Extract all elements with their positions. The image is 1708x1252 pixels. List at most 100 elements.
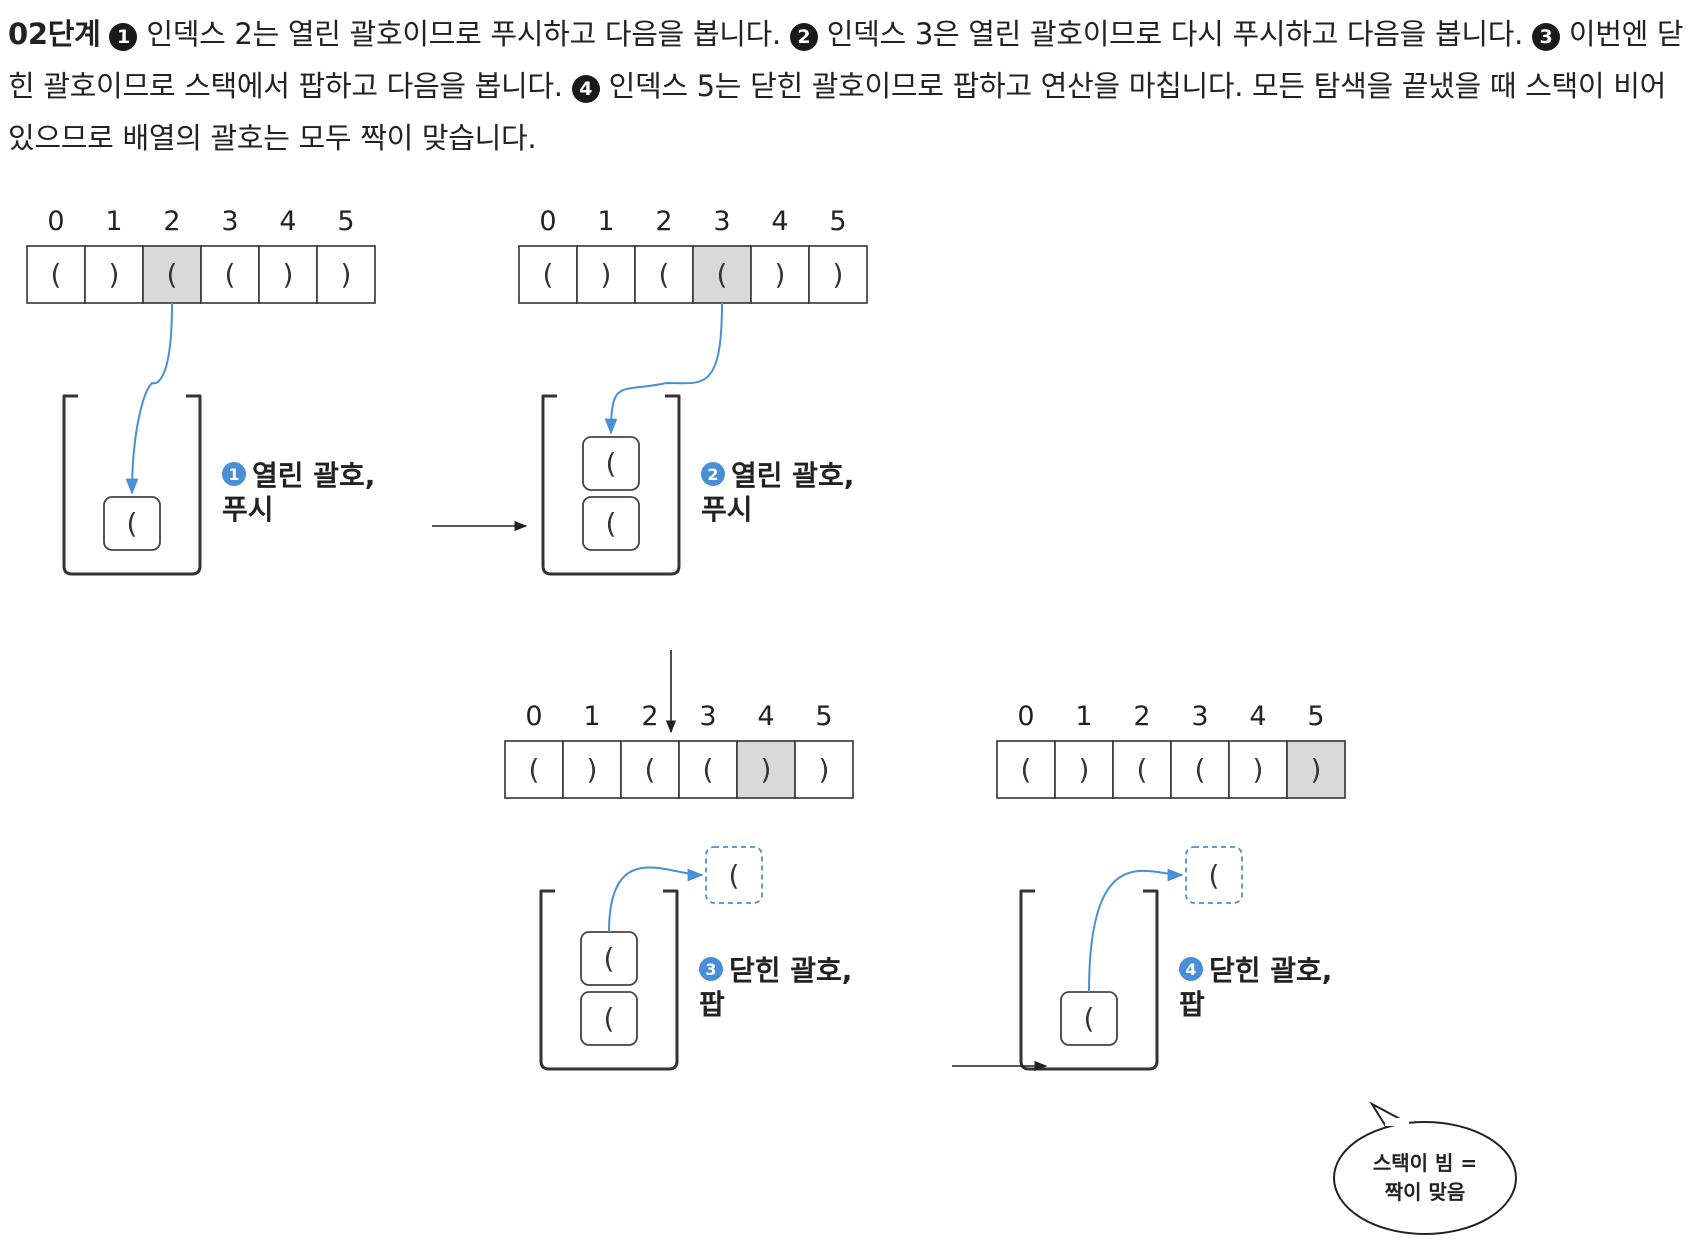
sentence-4: 인덱스 5는 닫힌 괄호이므로 팝하고 연산을 마칩니다. 모든 탐색을 끝냈을…	[8, 69, 1666, 155]
array-cell-paren: )	[819, 753, 830, 786]
stack-item-paren: (	[1084, 1002, 1095, 1035]
array-index-label: 4	[279, 206, 296, 237]
array-cell-paren: )	[1079, 753, 1090, 786]
array-cell-paren: )	[761, 753, 772, 786]
array-cell-paren: )	[1311, 753, 1322, 786]
step-label-line2: 팝	[699, 988, 725, 1021]
array-index-label: 2	[655, 206, 672, 237]
array-index-label: 5	[815, 701, 832, 732]
step-badge	[1179, 957, 1203, 981]
array-cell	[620, 740, 680, 799]
stack-container	[62, 394, 202, 576]
array-cell-paren: (	[543, 258, 554, 291]
array-cell-paren: )	[833, 258, 844, 291]
sentence-2: 인덱스 3은 열린 괄호이므로 다시 푸시하고 다음을 봅니다.	[826, 17, 1524, 51]
speech-bubble-joint	[1385, 1118, 1409, 1126]
popped-item-paren: (	[1209, 859, 1220, 892]
popped-item-box	[1185, 846, 1243, 904]
array-index-label: 0	[1017, 701, 1034, 732]
array-cell	[1112, 740, 1172, 799]
step-label-line1: 닫힌 괄호,	[729, 954, 852, 987]
array-cell-paren: (	[529, 753, 540, 786]
array-cell-highlighted	[1286, 740, 1346, 799]
array-index-label: 5	[1307, 701, 1324, 732]
array-index-label: 3	[1191, 701, 1208, 732]
step-badge-number: 2	[707, 465, 718, 484]
step-badge	[701, 462, 725, 486]
speech-bubble-line2: 짝이 맞음	[1385, 1180, 1466, 1204]
stack-item-paren: (	[127, 507, 138, 540]
step-badge	[222, 462, 246, 486]
array-cell-paren: )	[601, 258, 612, 291]
stack-container	[539, 889, 679, 1071]
array-cell	[316, 245, 376, 304]
array-cell-paren: )	[1253, 753, 1264, 786]
array-index-label: 1	[583, 701, 600, 732]
array-cell	[258, 245, 318, 304]
step-label-line2: 팝	[1179, 988, 1205, 1021]
stack-item	[582, 496, 640, 551]
array-index-label: 2	[1133, 701, 1150, 732]
push-arrow	[125, 302, 173, 495]
step-number-badge: 2	[789, 23, 818, 51]
array-cell	[808, 245, 868, 304]
array-cell-paren: (	[717, 258, 728, 291]
stack-item-paren: (	[604, 1002, 615, 1035]
array-cell	[750, 245, 810, 304]
speech-bubble-line1: 스택이 빔 =	[1373, 1151, 1477, 1175]
array-index-label: 0	[525, 701, 542, 732]
array-cell-paren: (	[167, 258, 178, 291]
speech-bubble	[1333, 1121, 1517, 1235]
array-index-label: 4	[771, 206, 788, 237]
stack-item-paren: (	[604, 942, 615, 975]
step-label-line1: 열린 괄호,	[252, 459, 375, 492]
array-cell	[26, 245, 86, 304]
array-index-label: 0	[539, 206, 556, 237]
sentence-3: 이번엔 닫힌 괄호이므로 스택에서 팝하고 다음을 봅니다.	[8, 17, 1684, 103]
push-arrow	[604, 302, 723, 435]
array-cell-paren: )	[341, 258, 352, 291]
step-badge-number: 3	[705, 960, 716, 979]
array-cell-paren: (	[1021, 753, 1032, 786]
description-paragraph: 02단계 1 인덱스 2는 열린 괄호이므로 푸시하고 다음을 봅니다. 2 인…	[8, 8, 1698, 164]
step-number-badge: 4	[571, 75, 600, 103]
array-cell-highlighted	[692, 245, 752, 304]
stack-item	[582, 436, 640, 491]
step-number-badge: 1	[109, 23, 138, 51]
sentence-1: 인덱스 2는 열린 괄호이므로 푸시하고 다음을 봅니다.	[146, 17, 781, 51]
array-index-label: 3	[221, 206, 238, 237]
array-cell-paren: (	[659, 258, 670, 291]
array-cell-paren: )	[283, 258, 294, 291]
array-cell-paren: )	[587, 753, 598, 786]
step-label-line1: 닫힌 괄호,	[1209, 954, 1332, 987]
array-cell-highlighted	[142, 245, 202, 304]
array-cell	[562, 740, 622, 799]
stack-container	[1019, 889, 1159, 1071]
array-cell	[518, 245, 578, 304]
step-title: 02단계	[8, 17, 101, 51]
array-index-label: 3	[713, 206, 730, 237]
array-cell	[794, 740, 854, 799]
array-index-label: 2	[641, 701, 658, 732]
array-index-label: 1	[597, 206, 614, 237]
array-index-label: 4	[1249, 701, 1266, 732]
stack-container	[541, 394, 681, 576]
step-label-line2: 푸시	[701, 493, 753, 526]
step-badge	[699, 957, 723, 981]
pop-arrow	[608, 866, 704, 933]
stack-item	[580, 991, 638, 1046]
step-number-badge: 3	[1531, 23, 1560, 51]
stack-item-paren: (	[606, 447, 617, 480]
step-badge-number: 4	[1185, 960, 1196, 979]
array-cell	[1170, 740, 1230, 799]
array-cell	[996, 740, 1056, 799]
stack-item	[103, 496, 161, 551]
array-index-label: 3	[699, 701, 716, 732]
array-index-label: 5	[337, 206, 354, 237]
array-cell-paren: (	[703, 753, 714, 786]
step-label-line1: 열린 괄호,	[731, 459, 854, 492]
array-index-label: 5	[829, 206, 846, 237]
array-index-label: 2	[163, 206, 180, 237]
stack-item-paren: (	[606, 507, 617, 540]
